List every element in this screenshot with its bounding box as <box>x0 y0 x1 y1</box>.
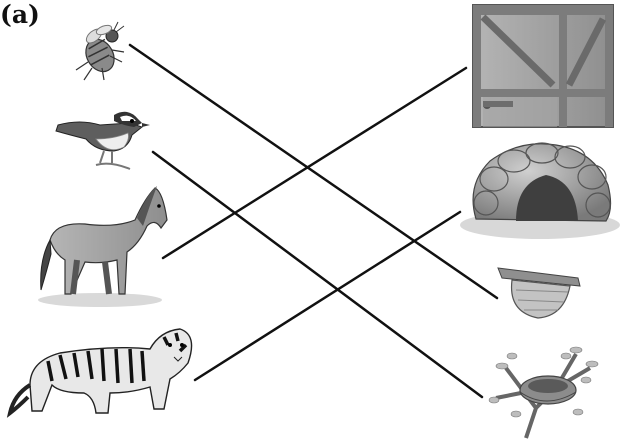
cave-icon <box>460 143 620 239</box>
match-line-bird-nest <box>153 152 482 397</box>
match-line-tiger-cave <box>195 212 460 380</box>
bird-icon <box>56 112 150 169</box>
nest-icon <box>489 347 598 438</box>
match-line-horse-stable <box>163 68 466 258</box>
tiger-icon <box>10 329 192 413</box>
bee-icon <box>76 22 124 80</box>
stable-door-icon <box>473 5 613 127</box>
beehive-icon <box>498 268 580 318</box>
horse-icon <box>38 186 167 307</box>
